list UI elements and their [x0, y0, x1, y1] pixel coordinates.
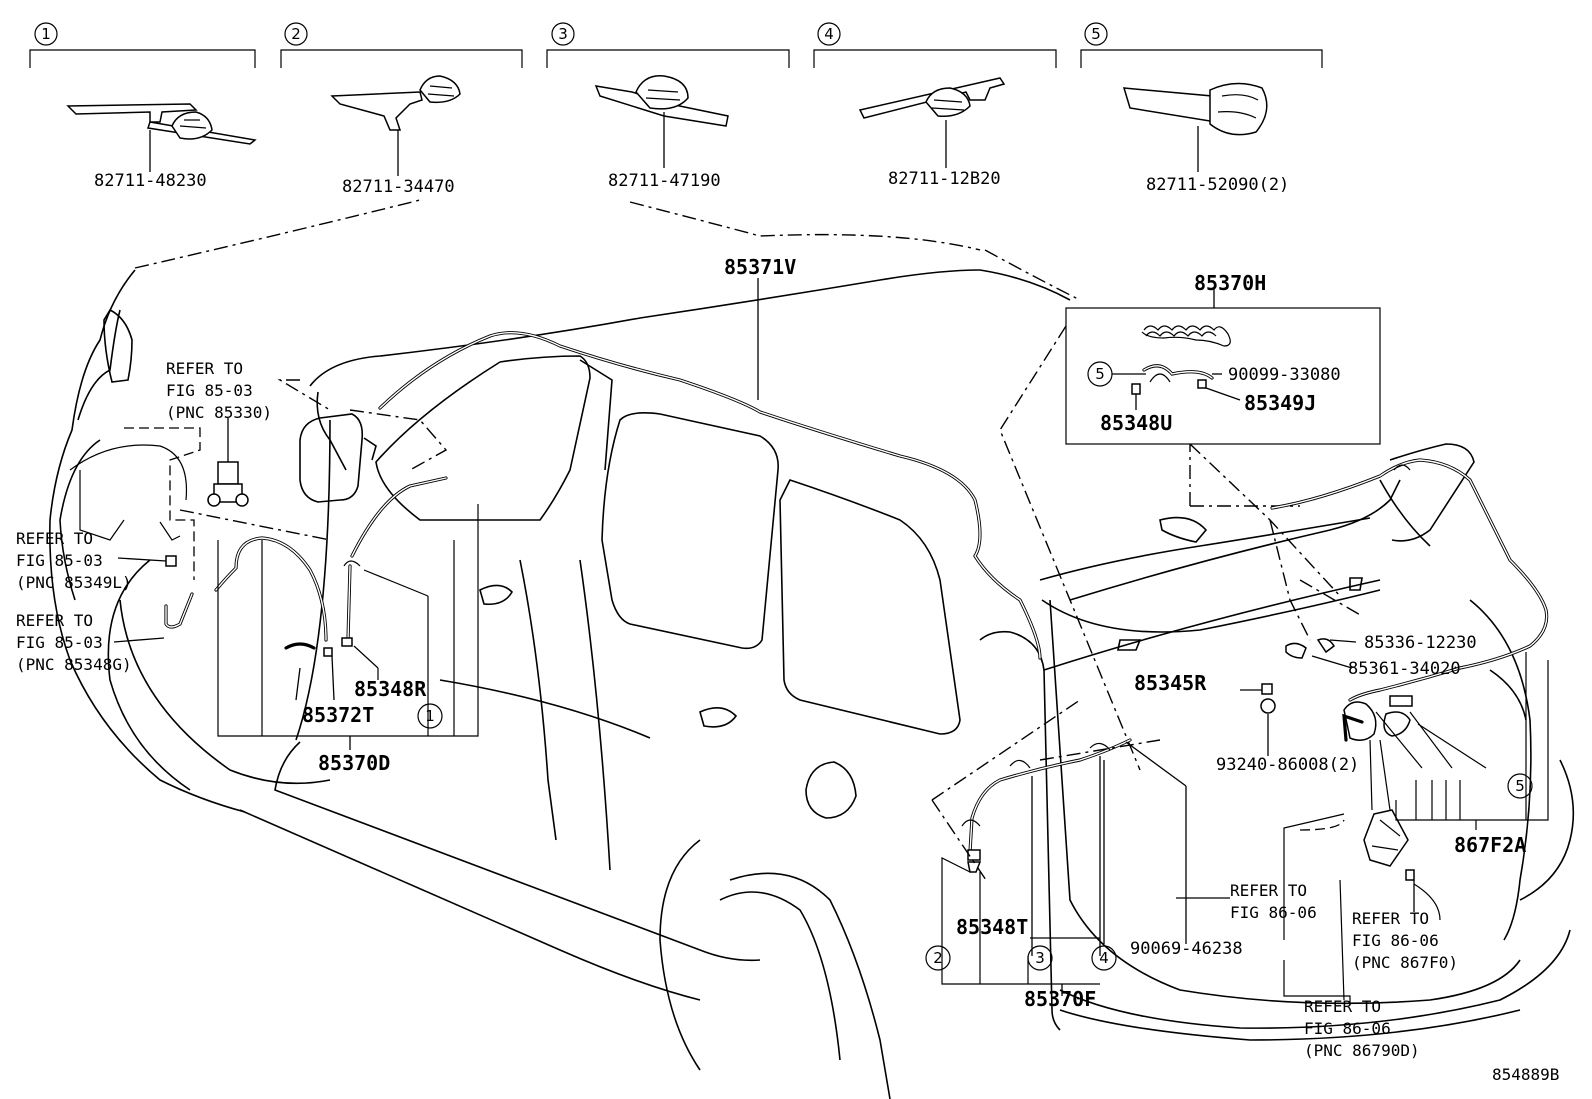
- variant-index: 4: [824, 25, 834, 43]
- variant-2-header: 2: [280, 22, 523, 68]
- label-90099-33080: 90099-33080: [1228, 365, 1341, 385]
- refer-note-86-06: REFER TO FIG 86-06: [1176, 881, 1317, 922]
- variant-part-no: 82711-12B20: [888, 169, 1001, 189]
- refer-note-86790d: REFER TO FIG 86-06 (PNC 86790D): [1304, 997, 1420, 1060]
- svg-text:FIG 85-03: FIG 85-03: [16, 633, 103, 652]
- variant-index: 1: [41, 25, 51, 43]
- label-85336-12230: 85336-12230: [1364, 633, 1477, 653]
- svg-text:FIG 86-06: FIG 86-06: [1230, 903, 1317, 922]
- variant-3-header: 3: [546, 22, 790, 68]
- grommet-82711-47190: [594, 75, 729, 168]
- label-85370f: 85370F: [1024, 987, 1096, 1011]
- variant-5-header: 5: [1080, 22, 1323, 68]
- variant-part-no: 82711-47190: [608, 171, 721, 191]
- grommet-82711-34470: [330, 75, 461, 176]
- label-85361-34020: 85361-34020: [1348, 659, 1461, 679]
- svg-text:FIG 85-03: FIG 85-03: [16, 551, 103, 570]
- rear-quarter-harness: 2 3 4: [925, 699, 1187, 996]
- refer-note-85348g: REFER TO FIG 85-03 (PNC 85348G): [16, 611, 132, 674]
- roof-harness-85371v: [378, 278, 1042, 660]
- drawing-number: 854889B: [1492, 1065, 1559, 1084]
- variant-index: 5: [1091, 25, 1101, 43]
- label-85370h: 85370H: [1194, 271, 1266, 295]
- variant-index: 2: [291, 25, 301, 43]
- callout-1: 1: [425, 707, 435, 725]
- svg-text:REFER TO: REFER TO: [1230, 881, 1307, 900]
- svg-text:(PNC 86790D): (PNC 86790D): [1304, 1041, 1420, 1060]
- svg-text:(PNC 85349L): (PNC 85349L): [16, 573, 132, 592]
- label-93240-86008: 93240-86008(2): [1216, 755, 1359, 775]
- callout-5: 5: [1095, 365, 1105, 383]
- detail-box-85370h: 5: [999, 288, 1381, 771]
- front-washer-area: 1: [69, 409, 479, 750]
- refer-note-85330: REFER TO FIG 85-03 (PNC 85330): [166, 359, 272, 422]
- callout-3: 3: [1035, 949, 1045, 967]
- label-85345r: 85345R: [1134, 671, 1207, 695]
- variant-index: 3: [558, 25, 568, 43]
- grommet-82711-12B20: [858, 77, 1006, 168]
- svg-text:(PNC 85348G): (PNC 85348G): [16, 655, 132, 674]
- callout-2: 2: [933, 949, 943, 967]
- grommet-82711-48230: [66, 103, 257, 172]
- grommet-82711-52090: [1122, 82, 1268, 172]
- refer-note-867f0: REFER TO FIG 86-06 (PNC 867F0): [1352, 909, 1458, 972]
- label-85348t: 85348T: [956, 915, 1028, 939]
- svg-text:FIG 86-06: FIG 86-06: [1352, 931, 1439, 950]
- svg-text:REFER TO: REFER TO: [16, 529, 93, 548]
- vehicle-body-outline: [49, 199, 1575, 1099]
- label-867f2a: 867F2A: [1454, 833, 1526, 857]
- label-85349j: 85349J: [1244, 391, 1316, 415]
- svg-text:REFER TO: REFER TO: [16, 611, 93, 630]
- variant-4-header: 4: [813, 22, 1057, 68]
- variant-part-no: 82711-48230: [94, 171, 207, 191]
- svg-text:(PNC 85330): (PNC 85330): [166, 403, 272, 422]
- refer-note-85349l: REFER TO FIG 85-03 (PNC 85349L): [16, 529, 132, 592]
- tailgate-harness: 5: [1189, 443, 1549, 1004]
- label-85370d: 85370D: [318, 751, 390, 775]
- label-90069-46238: 90069-46238: [1130, 939, 1243, 959]
- label-85372t: 85372T: [302, 703, 374, 727]
- svg-text:FIG 86-06: FIG 86-06: [1304, 1019, 1391, 1038]
- variant-part-no: 82711-34470: [342, 177, 455, 197]
- label-85371v: 85371V: [724, 255, 796, 279]
- callout-5: 5: [1515, 777, 1525, 795]
- svg-text:(PNC 867F0): (PNC 867F0): [1352, 953, 1458, 972]
- svg-text:REFER TO: REFER TO: [1352, 909, 1429, 928]
- svg-text:REFER TO: REFER TO: [166, 359, 243, 378]
- callout-4: 4: [1099, 949, 1109, 967]
- svg-text:REFER TO: REFER TO: [1304, 997, 1381, 1016]
- label-85348u: 85348U: [1100, 411, 1172, 435]
- label-85348r: 85348R: [354, 677, 427, 701]
- variant-row: 1 2 3 4 5: [29, 22, 1323, 197]
- variant-part-no: 82711-52090(2): [1146, 175, 1289, 195]
- svg-text:FIG 85-03: FIG 85-03: [166, 381, 253, 400]
- variant-1-header: 1: [29, 22, 256, 68]
